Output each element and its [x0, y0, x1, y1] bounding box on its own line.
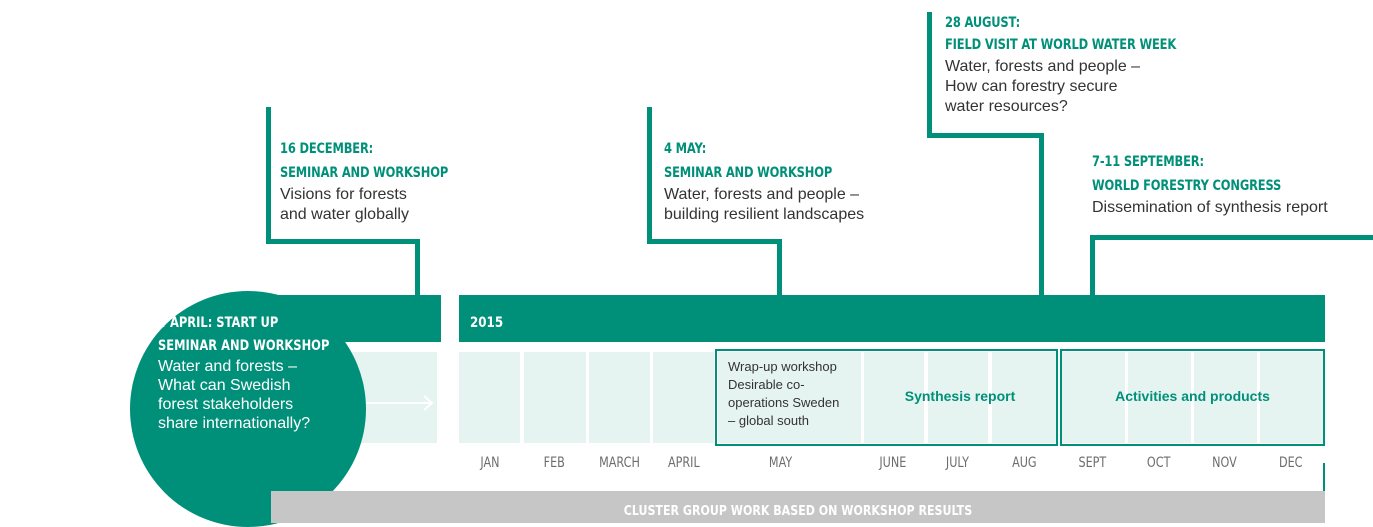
month-label-june: JUNE — [879, 455, 906, 471]
phase-wrapup-line2: Desirable co- — [728, 377, 805, 392]
event-dec16-line2: and water globally — [280, 206, 409, 223]
cell-july — [928, 352, 988, 443]
start-up-line1: Water and forests – — [158, 358, 298, 375]
event-aug28-line3: water resources? — [945, 98, 1068, 115]
year-bar-2015: 2015 — [459, 295, 1325, 342]
phase-box-wrapup-synthesis — [715, 349, 1058, 446]
connector-may4 — [647, 107, 652, 244]
cell-nov — [1194, 352, 1257, 443]
connector-dec16 — [266, 107, 271, 244]
cell-march — [589, 352, 650, 443]
month-label-april: APRIL — [667, 455, 700, 471]
phase-wrapup-line3: operations Sweden — [728, 395, 840, 410]
month-label-march: MARCH — [599, 455, 640, 471]
event-may4-line2: building resilient landscapes — [664, 206, 865, 223]
event-dec16-line1: Visions for forests — [280, 186, 407, 203]
cluster-group-label: Cluster group work based on workshop res… — [623, 504, 973, 519]
start-up-line4: share internationally? — [158, 415, 311, 432]
event-aug28-line1: Water, forests and people – — [945, 58, 1141, 75]
connector-sep7-v — [1090, 235, 1095, 295]
event-may4-line1: Water, forests and people – — [664, 186, 860, 203]
connector-aug28-v — [1039, 133, 1044, 295]
event-sep7-title: World Forestry Congress — [1092, 178, 1282, 194]
event-dec16-date: 16 December: — [280, 141, 374, 157]
cluster-group-bar: Cluster group work based on workshop res… — [271, 491, 1325, 523]
cell-oct — [1128, 352, 1191, 443]
cell-sept — [1062, 352, 1125, 443]
connector-dec16-h — [266, 239, 419, 244]
connector-aug28-h — [927, 133, 1043, 138]
event-aug28-date: 28 August: — [945, 15, 1021, 31]
cell-may — [718, 352, 861, 443]
year-label-2015: 2015 — [470, 315, 504, 331]
phase-wrapup-line1: Wrap-up workshop — [728, 359, 837, 374]
connector-may4-v — [777, 239, 782, 295]
connector-may4-h — [647, 239, 781, 244]
cell-june — [864, 352, 924, 443]
cell-feb — [524, 352, 586, 443]
cell-jan — [459, 352, 520, 443]
month-label-nov: NOV — [1212, 455, 1237, 471]
phase-box-activities — [1060, 349, 1325, 446]
month-label-feb: FEB — [543, 455, 566, 471]
event-dec16-title: Seminar and workshop — [280, 165, 449, 181]
connector-sep7-h — [1090, 235, 1373, 240]
event-sep7-date: 7-11 September: — [1092, 154, 1204, 170]
start-up-title-line1: 4 April: Start up — [158, 315, 279, 331]
connector-dec16-v — [415, 239, 420, 295]
month-label-july: JULY — [945, 455, 970, 471]
event-aug28-line2: How can forestry secure — [945, 78, 1118, 95]
cell-april — [653, 352, 714, 443]
start-up-line2: What can Swedish — [158, 377, 291, 394]
event-may4-title: Seminar and workshop — [664, 165, 833, 181]
event-may4-date: 4 May: — [664, 141, 707, 157]
event-aug28-title: Field visit at World Water Week — [945, 37, 1177, 53]
start-up-title-line2: Seminar and workshop — [158, 338, 330, 354]
month-label-may: MAY — [768, 455, 793, 471]
month-label-sept: SEPT — [1078, 455, 1107, 471]
cell-aug — [992, 352, 1056, 443]
month-label-jan: JAN — [479, 455, 500, 471]
phase-synthesis-label: Synthesis report — [904, 388, 1016, 404]
phase-activities-label: Activities and products — [1115, 388, 1270, 404]
cell-dec — [1260, 352, 1323, 443]
start-up-line3: forest stakeholders — [158, 396, 294, 413]
start-up-circle — [130, 291, 366, 527]
month-label-dec: DEC — [1278, 455, 1303, 471]
month-label-aug: AUG — [1012, 455, 1037, 471]
phase-wrapup-line4: – global south — [728, 413, 809, 428]
month-label-oct: OCT — [1146, 455, 1171, 471]
connector-aug28 — [927, 12, 932, 137]
event-sep7-line1: Dissemination of synthesis report — [1092, 199, 1328, 216]
